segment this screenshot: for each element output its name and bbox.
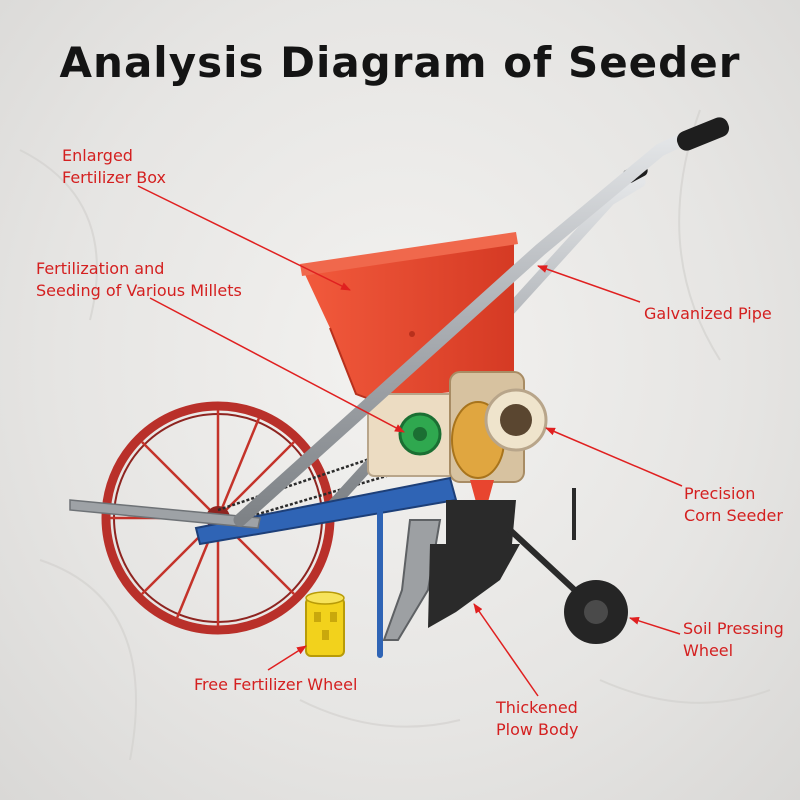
label-soil-wheel: Soil Pressing Wheel [683,619,784,660]
page-title: Analysis Diagram of Seeder [59,38,741,87]
main-handle-pipe [233,129,697,527]
arrow-soil-wheel [629,616,681,635]
label-free-wheel: Free Fertilizer Wheel [194,675,358,694]
label-millets: Fertilization and Seeding of Various Mil… [36,259,242,300]
arrow-plow-body [473,603,539,697]
free-fertilizer-wheel [305,591,345,657]
label-corn-seeder: Precision Corn Seeder [684,484,783,525]
soil-pressing-wheel [507,488,628,644]
corn-seeder-unit [449,371,548,502]
plow-body [382,500,520,641]
arrow-galvanized-pipe [537,265,641,303]
arrow-millets [149,297,405,433]
arrow-corn-seeder [545,427,683,487]
label-plow-body: Thickened Plow Body [496,698,579,739]
arrow-fertilizer-box [137,185,351,291]
fertilizer-hopper [300,232,518,401]
label-fertilizer-box: Enlarged Fertilizer Box [62,146,167,187]
seed-metering-unit [367,393,469,477]
arrow-free-wheel [267,645,307,671]
label-galvanized-pipe: Galvanized Pipe [644,304,772,323]
leader-arrows [137,185,683,697]
frame-beam [69,476,458,546]
